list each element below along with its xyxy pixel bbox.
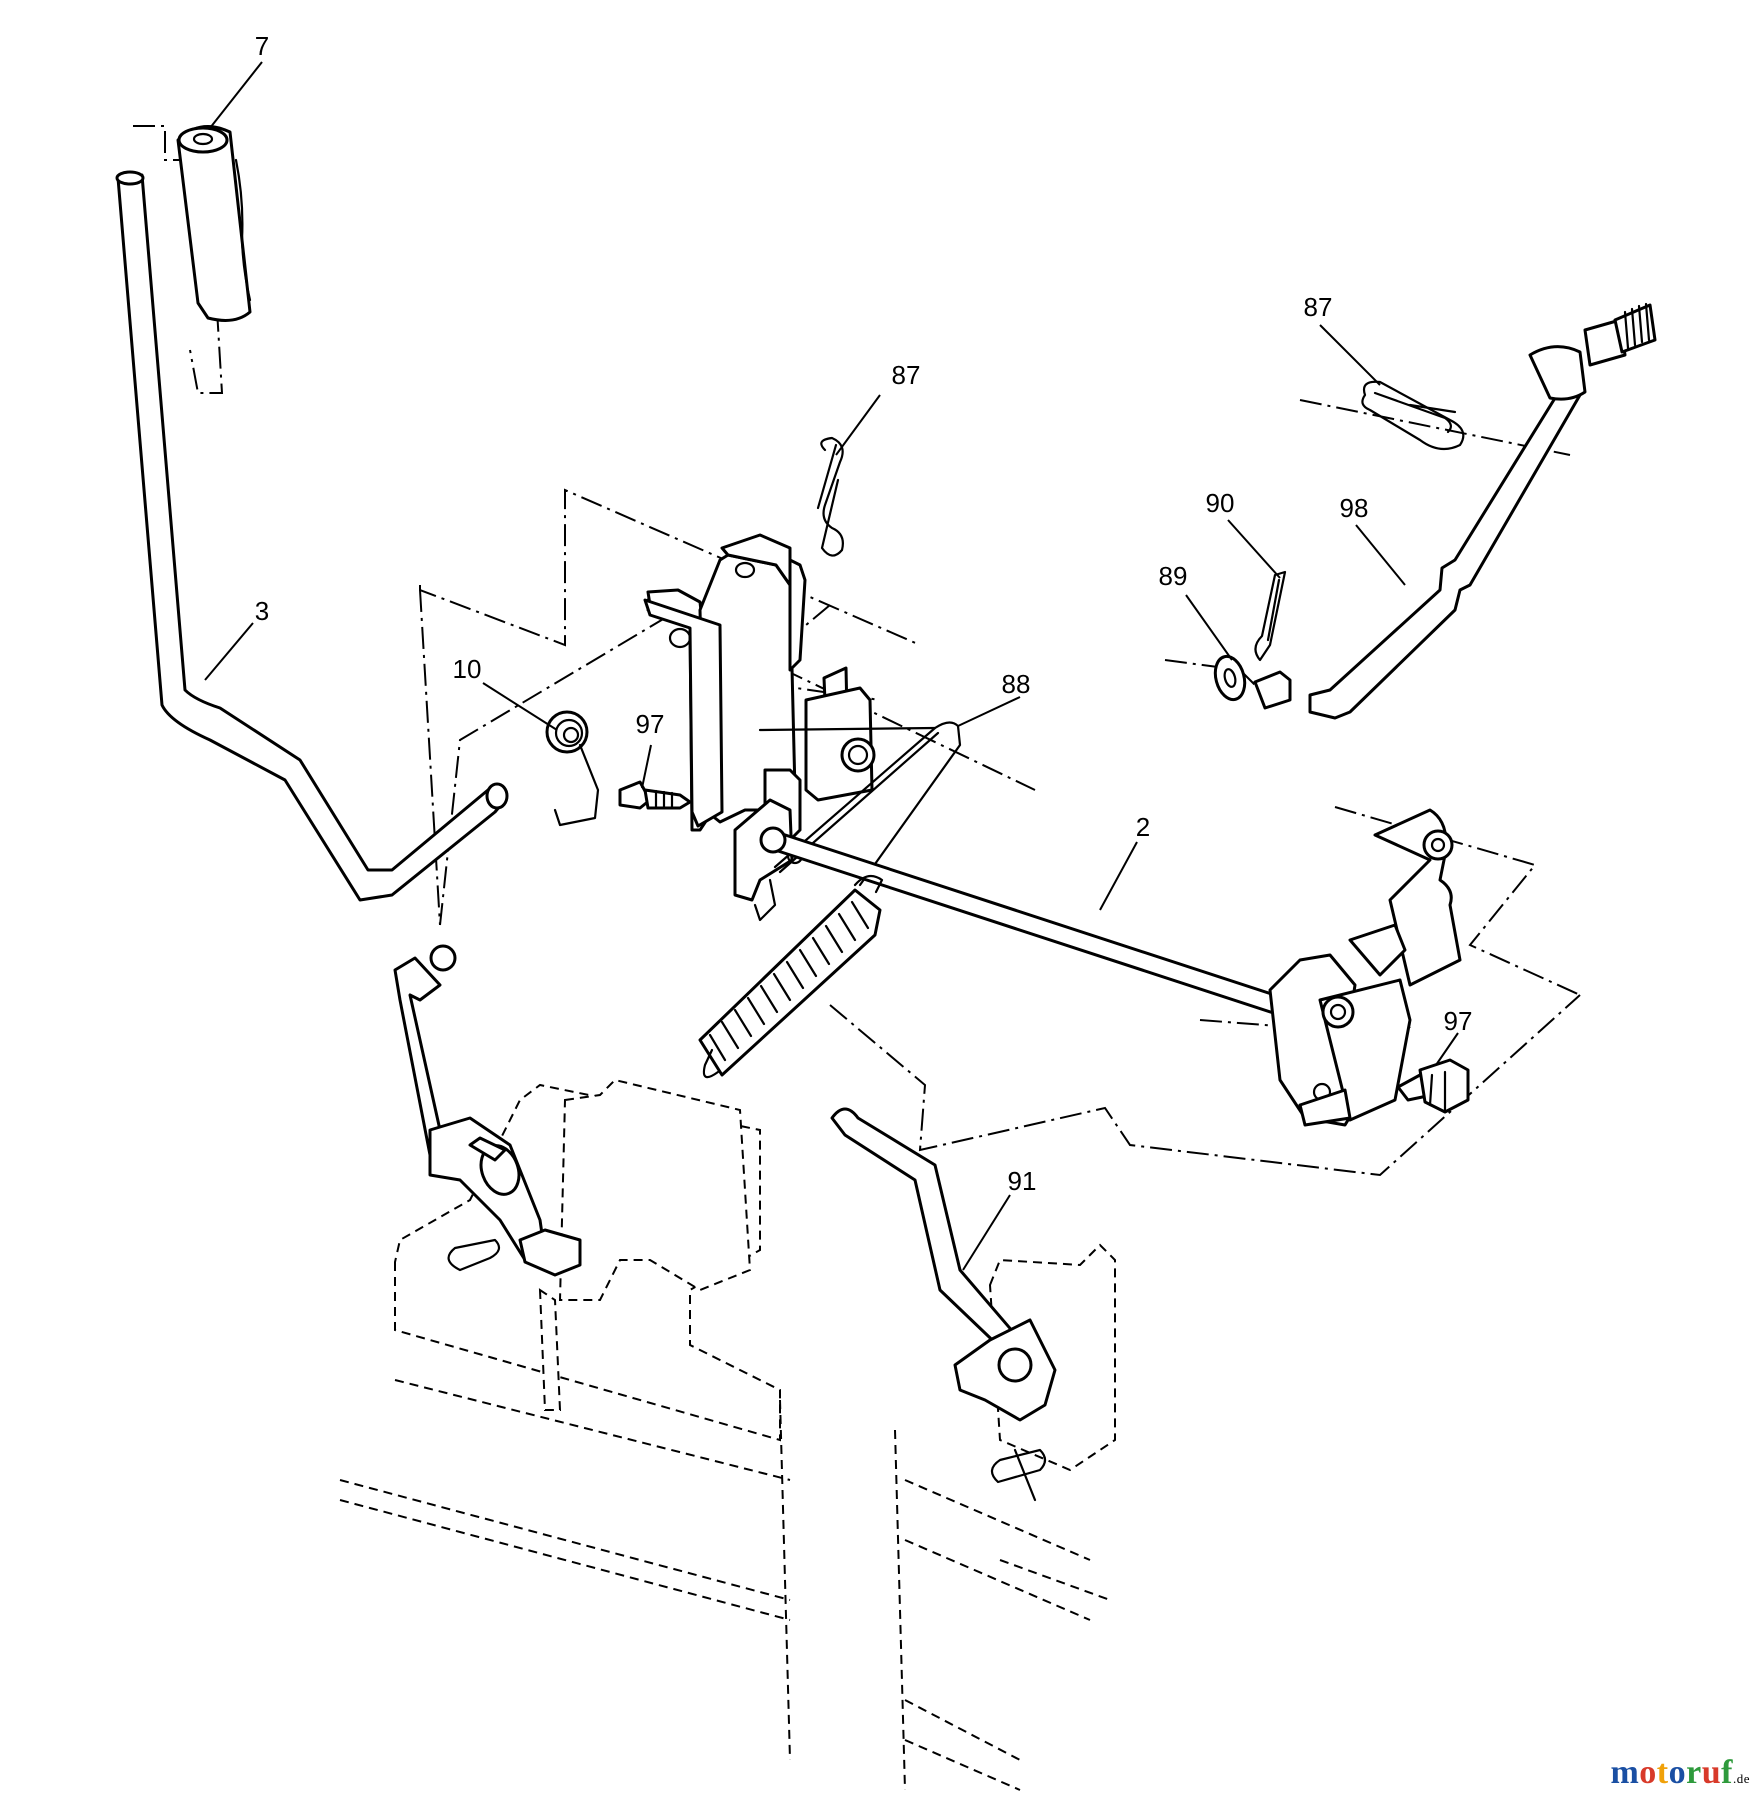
callout-89: 89 — [1159, 561, 1188, 591]
callout-91: 91 — [1008, 1166, 1037, 1196]
watermark-letter: r — [1686, 1754, 1702, 1791]
callout-10: 10 — [453, 654, 482, 684]
part-91-link-rod — [830, 1107, 1057, 1502]
leader-lines — [204, 61, 1459, 1271]
watermark-letter: f — [1721, 1754, 1733, 1791]
part-87-hairpin-right — [1361, 380, 1465, 451]
callout-2: 2 — [1136, 812, 1150, 842]
part-3-lift-lever — [115, 170, 509, 902]
watermark-letter: m — [1610, 1754, 1640, 1791]
extension-spring — [698, 874, 884, 1079]
right-lift-arm — [1268, 808, 1462, 1127]
callout-97-right: 97 — [1444, 1006, 1473, 1036]
watermark-suffix: .de — [1732, 1771, 1750, 1786]
callout-88: 88 — [1002, 669, 1031, 699]
callout-97-left: 97 — [636, 709, 665, 739]
site-watermark: motoruf.de — [1610, 1754, 1750, 1792]
part-90-cotter-pin — [1254, 570, 1287, 662]
watermark-letter: t — [1656, 1754, 1669, 1791]
left-linkage-rod — [393, 944, 582, 1411]
part-10-torsion-spring — [545, 710, 600, 827]
part-97-bolt-left — [618, 780, 692, 810]
watermark-letter: u — [1701, 1754, 1722, 1791]
watermark-brand: motoruf — [1610, 1754, 1733, 1791]
part-7-grip — [176, 125, 252, 322]
callout-90: 90 — [1206, 488, 1235, 518]
watermark-letter: o — [1668, 1754, 1687, 1791]
part-87-hairpin-center — [816, 436, 844, 557]
pivot-bracket — [643, 533, 876, 922]
callout-3: 3 — [255, 596, 269, 626]
callout-87-right: 87 — [1304, 292, 1333, 322]
callout-labels: 7 3 87 87 90 98 89 10 97 88 2 97 91 — [255, 31, 1473, 1196]
watermark-letter: o — [1639, 1754, 1657, 1791]
part-89-washer — [1213, 654, 1247, 702]
chassis-outline — [339, 1078, 1116, 1791]
part-98-rod — [1253, 302, 1657, 720]
callout-98: 98 — [1340, 493, 1369, 523]
part-97-bolt-right — [1396, 1058, 1470, 1114]
callout-87-center: 87 — [892, 360, 921, 390]
callout-7: 7 — [255, 31, 269, 61]
